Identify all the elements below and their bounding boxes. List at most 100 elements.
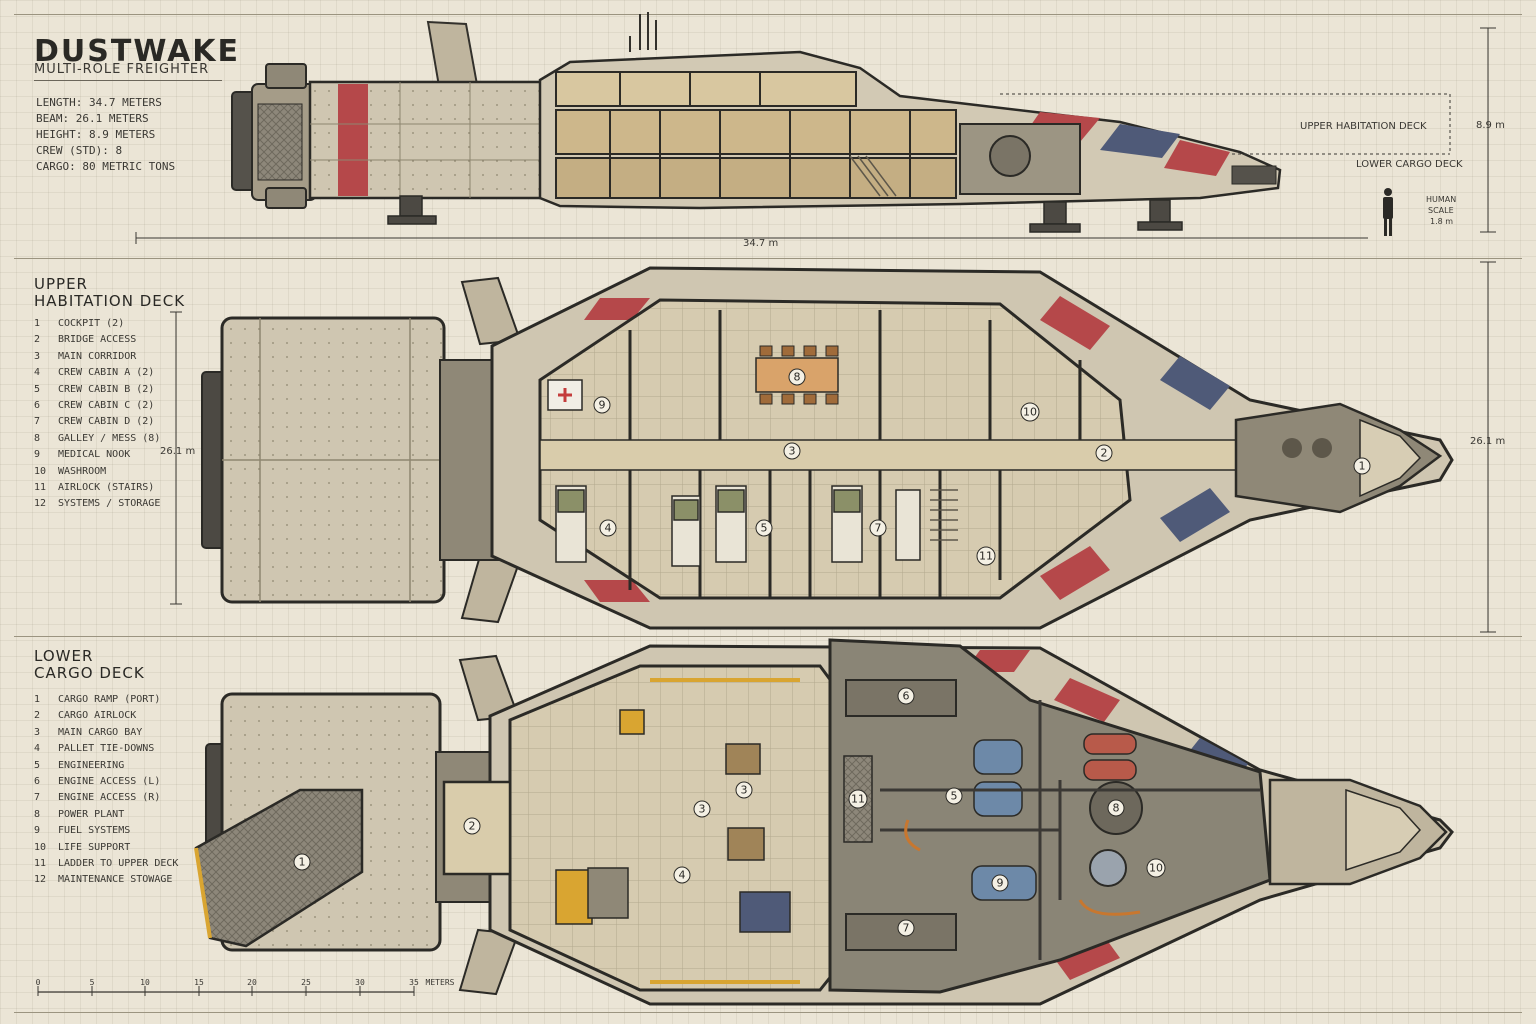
main-cargo-bay bbox=[508, 664, 862, 992]
upper-beam-dimension bbox=[170, 261, 1496, 633]
side-blue-stripe-nose bbox=[1100, 124, 1180, 158]
cockpit-windows bbox=[1359, 418, 1422, 498]
human-scale-label-1: HUMAN bbox=[1426, 195, 1457, 204]
section-divider-1 bbox=[14, 258, 1522, 259]
ship-subtitle: MULTI-ROLE FREIGHTER bbox=[34, 62, 210, 77]
lower-marker-9: 9 bbox=[991, 874, 1009, 892]
side-cutaway-stairs bbox=[849, 155, 897, 197]
svg-text:2: 2 bbox=[1101, 447, 1108, 460]
side-lower-deck-label: LOWER CARGO DECK bbox=[1356, 159, 1463, 170]
svg-text:4: 4 bbox=[679, 869, 686, 882]
cargo-tiedown-rails bbox=[650, 678, 800, 984]
svg-text:11: 11 bbox=[979, 550, 993, 563]
svg-text:3: 3 bbox=[699, 803, 706, 816]
svg-text:1: 1 bbox=[299, 856, 306, 869]
scale-tick-10: 10 bbox=[140, 978, 150, 987]
upper-marker-11: 11 bbox=[976, 546, 996, 566]
lower-deck-title: LOWER CARGO DECK bbox=[34, 648, 145, 682]
side-landing-gear bbox=[387, 195, 1183, 233]
svg-text:1: 1 bbox=[1359, 460, 1366, 473]
side-length-dimension: 34.7 m bbox=[743, 238, 779, 249]
lower-deck-title-line2: CARGO DECK bbox=[34, 664, 145, 682]
upper-main-corridor bbox=[539, 439, 1241, 471]
upper-deck-plan bbox=[170, 261, 1496, 633]
svg-text:2: 2 bbox=[469, 820, 476, 833]
side-cutaway-walls bbox=[609, 72, 911, 198]
side-engine-core bbox=[989, 135, 1031, 177]
svg-text:8: 8 bbox=[794, 371, 801, 384]
lower-deck-plan bbox=[194, 638, 1454, 1006]
side-view bbox=[135, 12, 1496, 244]
upper-beam-label-right: 26.1 m bbox=[1470, 436, 1506, 447]
scale-tick-35: 35 bbox=[409, 978, 419, 987]
upper-marker-2: 2 bbox=[1095, 444, 1113, 462]
scale-tick-15: 15 bbox=[194, 978, 204, 987]
side-upper-deck-label: UPPER HABITATION DECK bbox=[1300, 121, 1427, 132]
upper-airlock-stairs bbox=[930, 489, 958, 541]
engineering-pipes bbox=[880, 700, 1260, 960]
upper-stripe-blue-1 bbox=[1160, 356, 1230, 410]
upper-marker-4: 4 bbox=[599, 519, 617, 537]
side-height-dimension: 8.9 m bbox=[1476, 120, 1505, 131]
ship-title: DUSTWAKE bbox=[34, 34, 241, 69]
upper-marker-10: 10 bbox=[1020, 402, 1040, 422]
svg-text:6: 6 bbox=[903, 690, 910, 703]
galley-chairs bbox=[759, 345, 839, 405]
lower-marker-3a: 3 bbox=[693, 800, 711, 818]
side-rear-panel-lines bbox=[310, 82, 546, 198]
scale-unit: METERS bbox=[426, 978, 455, 987]
spec-list: LENGTH: 34.7 METERS BEAM: 26.1 METERS HE… bbox=[36, 95, 175, 175]
upper-beam-label: 26.1 m bbox=[160, 446, 196, 457]
upper-marker-3: 3 bbox=[783, 442, 801, 460]
frame-bottom-line bbox=[14, 1012, 1522, 1013]
lower-marker-7: 7 bbox=[897, 919, 915, 937]
upper-stripe-red-3 bbox=[584, 298, 650, 320]
frame-top-line bbox=[14, 14, 1522, 15]
cockpit-seat-left bbox=[1282, 438, 1302, 458]
scale-tick-20: 20 bbox=[247, 978, 257, 987]
human-scale-figure bbox=[1383, 188, 1393, 236]
lower-nose-windows bbox=[1345, 788, 1422, 872]
subtitle-underline bbox=[34, 80, 222, 81]
lower-marker-6: 6 bbox=[897, 687, 915, 705]
svg-text:5: 5 bbox=[951, 790, 958, 803]
side-nacelle-bottom bbox=[265, 187, 307, 209]
cockpit-seat-right bbox=[1312, 438, 1332, 458]
upper-engine-panels bbox=[222, 318, 444, 602]
upper-deck-title-line1: UPPER bbox=[34, 275, 88, 293]
upper-stripe-red-4 bbox=[584, 580, 650, 602]
lower-marker-1: 1 bbox=[293, 853, 311, 871]
upper-marker-1: 1 bbox=[1353, 457, 1371, 475]
svg-text:8: 8 bbox=[1113, 802, 1120, 815]
lower-marker-10: 10 bbox=[1146, 858, 1166, 878]
upper-marker-7: 7 bbox=[869, 519, 887, 537]
upper-connector bbox=[439, 359, 501, 561]
spec-length: LENGTH: 34.7 METERS bbox=[36, 96, 162, 109]
svg-text:4: 4 bbox=[605, 522, 612, 535]
medical-cross-icon bbox=[558, 388, 572, 402]
scale-bar-ticks bbox=[37, 986, 415, 996]
cargo-crates bbox=[555, 709, 791, 933]
svg-text:9: 9 bbox=[997, 877, 1004, 890]
spec-beam: BEAM: 26.1 METERS bbox=[36, 112, 149, 125]
lower-marker-4: 4 bbox=[673, 866, 691, 884]
crew-bunks bbox=[555, 485, 921, 567]
